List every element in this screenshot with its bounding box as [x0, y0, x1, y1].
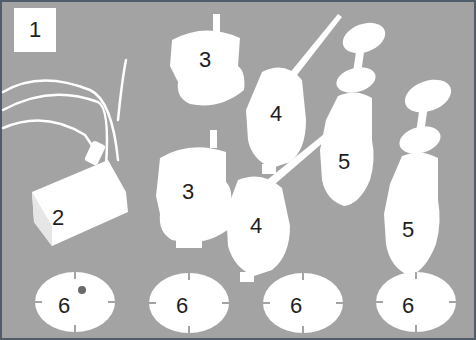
callout-number: 6	[58, 295, 70, 317]
callout-number: 3	[182, 181, 194, 203]
callout-number: 4	[250, 215, 262, 237]
callout-number: 1	[29, 19, 41, 41]
callout-number: 5	[338, 151, 350, 173]
callout-number: 5	[402, 219, 414, 241]
callout-number: 4	[270, 103, 282, 125]
callout-number: 3	[199, 49, 211, 71]
callout-number: 2	[52, 207, 64, 229]
callout-number: 6	[176, 295, 188, 317]
callout-number: 6	[290, 295, 302, 317]
callout-number: 6	[402, 295, 414, 317]
